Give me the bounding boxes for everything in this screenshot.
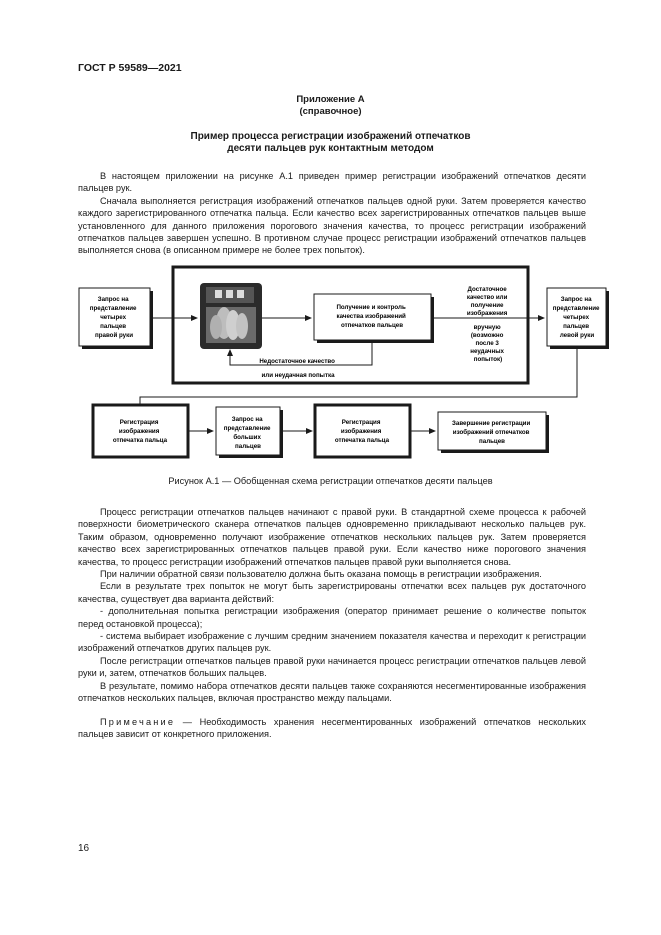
note-text: — Необходимость хранения несегментирован…: [78, 717, 586, 740]
intro-paragraph: Сначала выполняется регистрация изображе…: [78, 195, 586, 256]
request-left-hand-box: [546, 287, 607, 347]
fingerprint-scanner-image: [200, 283, 262, 349]
get-control-quality-box: [313, 293, 432, 341]
figure-caption: Рисунок А.1 — Обобщенная схема регистрац…: [168, 476, 493, 486]
note: Примечание — Необходимость хранения несе…: [78, 716, 586, 741]
request-left-hand-label: Запрос на представление четырех пальцев …: [553, 296, 601, 339]
process-paragraph: Если в результате трех попыток не могут …: [78, 581, 586, 604]
intro-text: В настоящем приложении на рисунке А.1 пр…: [78, 170, 586, 257]
process-paragraph: - дополнительная попытка регистрации изо…: [78, 606, 586, 629]
appendix-subtitle: (справочное): [299, 106, 362, 117]
page-number: 16: [78, 843, 90, 854]
process-text: Процесс регистрации отпечатков пальцев н…: [78, 506, 586, 705]
insufficient-quality-label: Недостаточное качество или неудачная поп…: [259, 358, 336, 379]
registration-label-2: Регистрация изображения отпечатка пальца: [335, 419, 390, 444]
process-paragraph: Процесс регистрации отпечатков пальцев н…: [78, 507, 586, 567]
process-paragraph: - система выбирает изображение с лучшим …: [78, 631, 586, 654]
appendix-heading: Приложение А (справочное): [78, 94, 583, 118]
get-control-quality-label: Получение и контроль качества изображени…: [336, 304, 407, 329]
request-thumbs-label: Запрос на представление больших пальцев: [224, 416, 272, 450]
sufficient-quality-label: Достаточное качество или получение изобр…: [467, 286, 509, 363]
process-paragraph: При наличии обратной связи пользователю …: [100, 569, 542, 580]
intro-paragraph: В настоящем приложении на рисунке А.1 пр…: [78, 171, 586, 194]
request-right-hand-label: Запрос на представление четырех пальцев …: [90, 296, 138, 339]
document-header: ГОСТ Р 59589—2021: [78, 62, 182, 74]
section-title: Пример процесса регистрации изображений …: [78, 131, 583, 155]
process-paragraph: После регистрации отпечатков пальцев пра…: [78, 655, 586, 679]
finish-registration-label: Завершение регистрации изображений отпеч…: [452, 420, 532, 445]
process-diagram: Запрос на представление четырех пальцев …: [78, 265, 609, 459]
registration-label-1: Регистрация изображения отпечатка пальца: [113, 419, 168, 444]
note-label: Примечание: [100, 717, 176, 727]
section-title-line-1: Пример процесса регистрации изображений …: [190, 131, 471, 142]
process-paragraph: В результате, помимо набора отпечатков д…: [78, 680, 586, 704]
section-title-line-2: десяти пальцев рук контактным методом: [227, 143, 434, 154]
appendix-title: Приложение А: [296, 94, 365, 105]
capture-loop-frame: [171, 265, 530, 385]
